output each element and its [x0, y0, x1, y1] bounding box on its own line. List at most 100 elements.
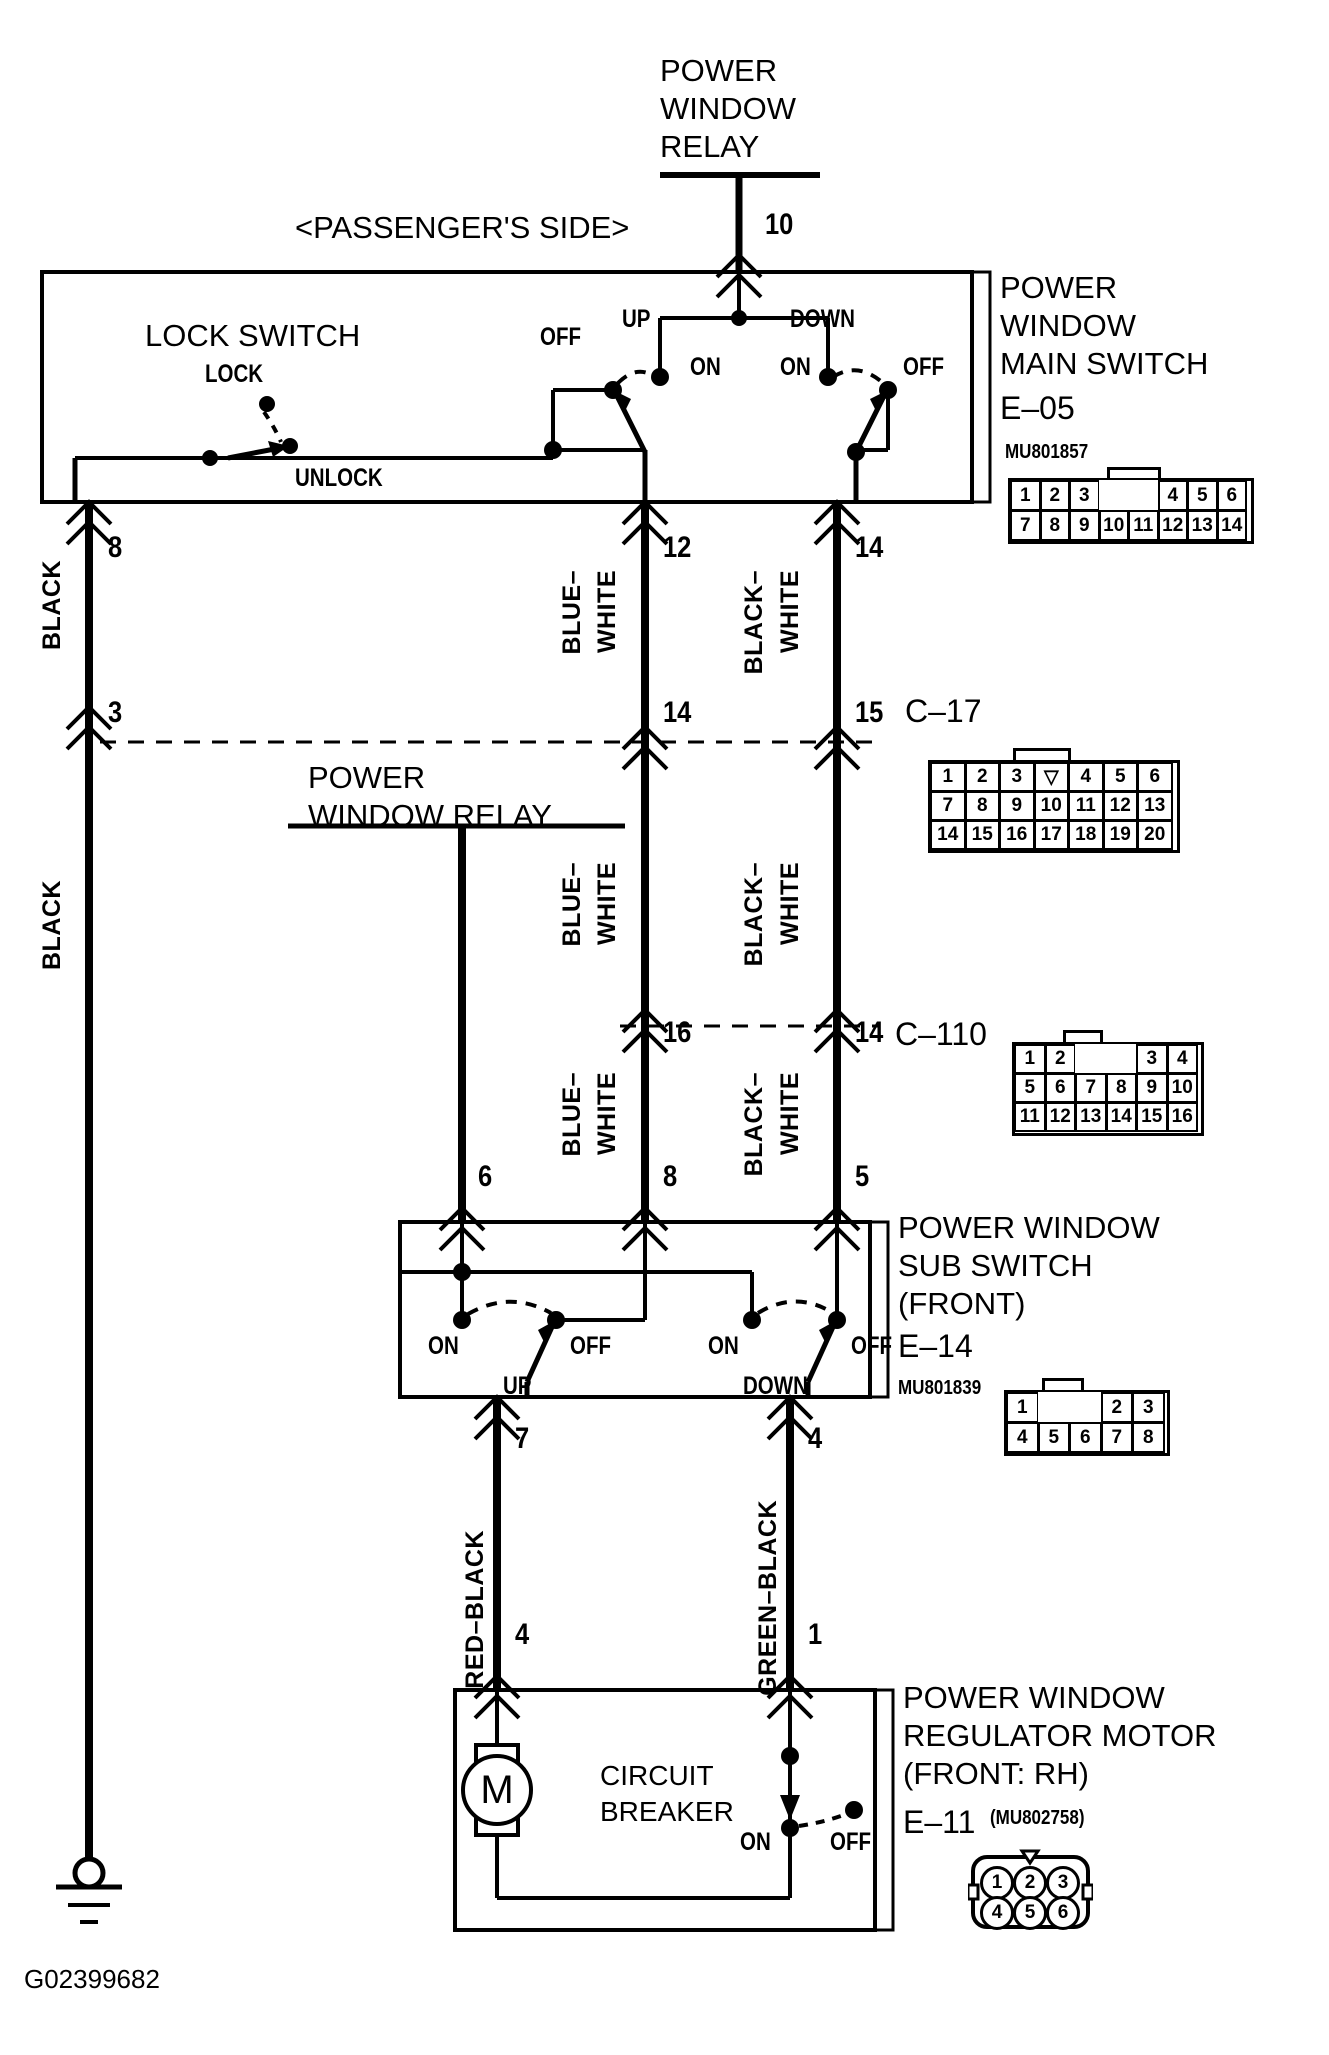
- connector-pin-blank: [1105, 1044, 1137, 1074]
- connector-pin-2: 2: [1044, 1044, 1076, 1074]
- connector-pin-19: 19: [1102, 820, 1138, 850]
- sub-switch-box: [398, 1220, 872, 1399]
- connector-pin-2: 2: [1039, 480, 1070, 511]
- wire-color-blue-white-3a: BLUE–: [558, 1072, 586, 1157]
- wire-color-black-white-3b: WHITE: [776, 1072, 804, 1156]
- c110-connector-code: C–110: [895, 1016, 987, 1052]
- relay-title-line-1: POWER: [660, 53, 778, 88]
- main-switch-name-line-3: MAIN SWITCH: [1000, 346, 1209, 381]
- connector-pin-8: 8: [1039, 510, 1070, 541]
- connector-pin-16: 16: [1166, 1102, 1198, 1132]
- wire-color-blue-white-2b: WHITE: [593, 862, 621, 946]
- wire-color-black-white-2b: WHITE: [776, 862, 804, 946]
- sub-switch-down-off-label: OFF: [851, 1332, 892, 1360]
- connector-pin-10: 10: [1033, 791, 1069, 821]
- circuit-breaker-label-line-1: CIRCUIT: [600, 1760, 714, 1791]
- connector-pin-6: 6: [1044, 1073, 1076, 1103]
- connector-pin-12: 12: [1157, 510, 1188, 541]
- connector-pin-6: 6: [1216, 480, 1247, 511]
- connector-pin-14: 14: [1105, 1102, 1137, 1132]
- wire-color-black-upper: BLACK: [38, 560, 66, 650]
- wire-black-ground: [65, 500, 113, 1860]
- diagram-id: G02399682: [24, 1964, 160, 1994]
- lock-switch-label: LOCK SWITCH: [145, 318, 361, 353]
- wire-color-green-black: GREEN–BLACK: [754, 1500, 782, 1696]
- main-switch-up-label: UP: [622, 305, 651, 333]
- connector-pin-15: 15: [964, 820, 1000, 850]
- connector-pin-8: 8: [964, 791, 1000, 821]
- relay-title-line-3: RELAY: [660, 129, 760, 164]
- sub-switch-part-number: MU801839: [898, 1377, 982, 1399]
- connector-pin-3: 3: [1069, 480, 1100, 511]
- connector-pin-10: 10: [1166, 1073, 1198, 1103]
- main-switch-name-line-2: WINDOW: [1000, 308, 1137, 343]
- sub-switch-blackwhite-pin: 5: [855, 1160, 870, 1193]
- wire-color-black-lower: BLACK: [38, 880, 66, 970]
- wire-color-black-white-1a: BLACK–: [740, 570, 768, 675]
- e14-connector-tab: [1042, 1378, 1084, 1390]
- connector-pin-13: 13: [1137, 791, 1173, 821]
- main-switch-blackwhite-pin: 14: [855, 531, 884, 564]
- sub-switch-up-off-label: OFF: [570, 1332, 611, 1360]
- svg-text:M: M: [480, 1768, 513, 1812]
- wire-black-white: [813, 500, 861, 1252]
- connector-pin-4: 4: [1068, 762, 1104, 792]
- connector-pin-blank: [1069, 1392, 1102, 1423]
- connector-pin-9: 9: [1069, 510, 1100, 541]
- power-window-relay-feed: [660, 172, 820, 299]
- sub-switch-name-line-1: POWER WINDOW: [898, 1210, 1160, 1245]
- connector-pin-7: 7: [930, 791, 966, 821]
- e05-connector-tab: [1107, 467, 1161, 479]
- c17-blackwhite-pin: 15: [855, 696, 884, 729]
- wire-color-black-white-3a: BLACK–: [740, 1072, 768, 1177]
- sub-switch-bluewhite-pin: 8: [663, 1160, 678, 1193]
- connector-pin-14: 14: [930, 820, 966, 850]
- wire-red-black: [473, 1395, 521, 1720]
- connector-pin-9: 9: [999, 791, 1035, 821]
- circuit-breaker-label-line-2: BREAKER: [600, 1796, 734, 1827]
- connector-pin-1: 1: [1014, 1044, 1046, 1074]
- connector-pin-5: 5: [1013, 1896, 1047, 1930]
- connector-pin-13: 13: [1075, 1102, 1107, 1132]
- circuit-breaker-on-label: ON: [740, 1828, 771, 1856]
- connector-pin-6: 6: [1069, 1422, 1102, 1453]
- connector-pin-blank: [1037, 1392, 1070, 1423]
- motor-internal-wiring: M: [461, 1690, 863, 1900]
- motor-part-number: (MU802758): [990, 1807, 1085, 1829]
- passengers-side-note: <PASSENGER'S SIDE>: [295, 210, 630, 245]
- connector-pin-8: 8: [1132, 1422, 1165, 1453]
- main-switch-bluewhite-pin: 12: [663, 531, 692, 564]
- connector-pin-6: 6: [1046, 1896, 1080, 1930]
- connector-pin-1: 1: [930, 762, 966, 792]
- wire-color-blue-white-1b: WHITE: [593, 570, 621, 654]
- wire-green-black: [766, 1395, 814, 1720]
- wire-color-black-white-2a: BLACK–: [740, 862, 768, 967]
- connector-pin-4: 4: [1006, 1422, 1039, 1453]
- connector-pin-5: 5: [1187, 480, 1218, 511]
- connector-pin-blank: [1075, 1044, 1107, 1074]
- main-switch-part-number: MU801857: [1005, 441, 1089, 463]
- wire-color-black-white-1b: WHITE: [776, 570, 804, 654]
- motor-redblack-pin: 4: [515, 1618, 530, 1651]
- main-switch-up-on-label: ON: [690, 353, 721, 381]
- main-switch-internal-wiring: [72, 272, 897, 502]
- main-switch-up-off-label: OFF: [540, 323, 581, 351]
- sub-switch-up-label: UP: [503, 1372, 532, 1400]
- connector-pin-9: 9: [1136, 1073, 1168, 1103]
- sub-switch-connector-code: E–14: [898, 1328, 973, 1364]
- connector-pin-14: 14: [1216, 510, 1247, 541]
- connector-pin-17: 17: [1033, 820, 1069, 850]
- sub-switch-relay-pin: 6: [478, 1160, 493, 1193]
- connector-pin-13: 13: [1187, 510, 1218, 541]
- motor-greenblack-pin: 1: [808, 1618, 823, 1651]
- connector-pin-2: 2: [1100, 1392, 1133, 1423]
